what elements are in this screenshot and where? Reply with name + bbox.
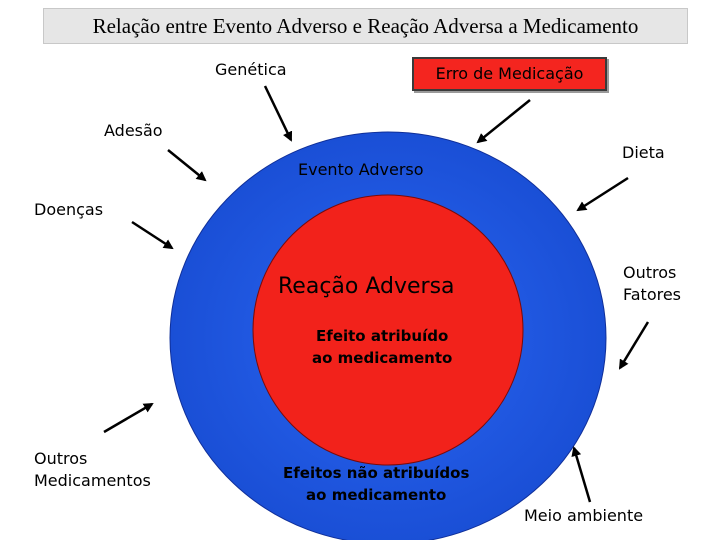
arrow-outros-medicamentos [103,402,154,434]
box-erro-de-medicacao: Erro de Medicação [412,57,607,91]
label-outros-medicamentos: Outros Medicamentos [34,448,151,492]
label-efeito-atribuido-line1: Efeito atribuído [316,327,449,345]
label-outros-medicamentos-line2: Medicamentos [34,471,151,490]
label-efeitos-nao-atribuidos: Efeitos não atribuídos ao medicamento [283,462,469,506]
label-efeito-atribuido: Efeito atribuído ao medicamento [312,325,452,369]
label-genetica: Genética [215,60,287,79]
diagram-title: Relação entre Evento Adverso e Reação Ad… [43,8,688,44]
label-efeitos-nao-atribuidos-line1: Efeitos não atribuídos [283,464,470,482]
label-reacao-adversa: Reação Adversa [278,274,455,299]
label-outros-fatores-line2: Fatores [623,285,682,304]
arrow-meio-ambiente [571,446,592,503]
arrow-outros-fatores [618,321,650,370]
label-outros-fatores-line1: Outros [623,263,677,282]
label-efeitos-nao-atribuidos-line2: ao medicamento [306,486,447,504]
arrow-doencas [131,220,174,250]
label-evento-adverso: Evento Adverso [298,160,424,179]
label-dieta: Dieta [622,143,665,162]
arrow-dieta [576,176,629,212]
label-meio-ambiente: Meio ambiente [524,506,644,525]
arrow-adesao [167,149,207,182]
inner-circle-reacao-adversa [252,194,524,466]
label-outros-fatores: Outros Fatores [623,262,681,306]
arrow-erro-medicacao [476,99,531,144]
label-outros-medicamentos-line1: Outros [34,449,88,468]
arrow-genetica [263,85,293,142]
label-efeito-atribuido-line2: ao medicamento [312,349,453,367]
label-doencas: Doenças [34,200,104,219]
label-adesao: Adesão [104,121,163,140]
